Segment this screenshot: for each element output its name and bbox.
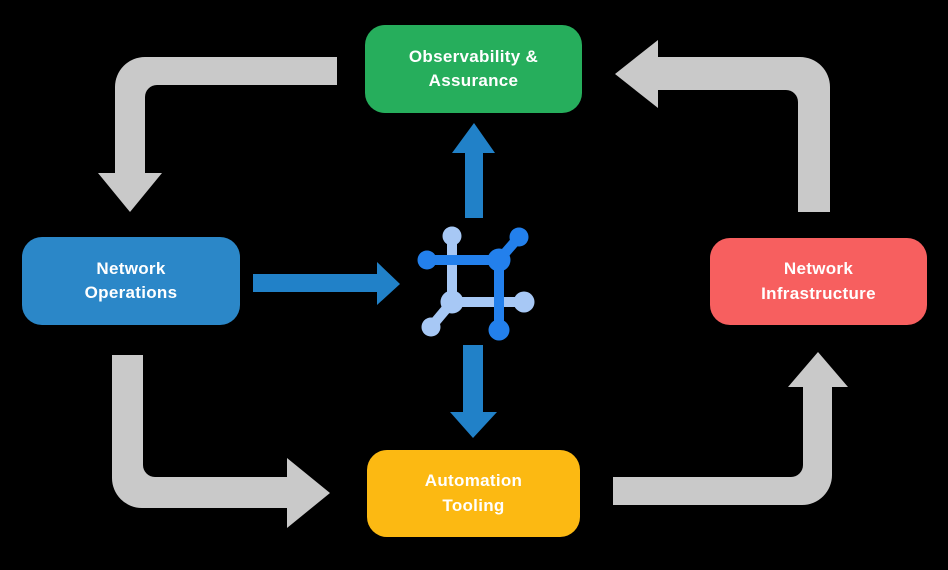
node-automation-tooling: Automation Tooling [367,450,580,537]
network-mesh-icon [417,226,535,341]
node-network-operations-label: Network Operations [84,258,178,302]
node-observability: Observability & Assurance [365,25,582,113]
mesh-light-nodes [421,226,535,337]
node-network-operations: Network Operations [22,237,240,325]
node-network-infrastructure: Network Infrastructure [710,238,927,325]
node-observability-label: Observability & Assurance [408,46,539,90]
arrow-observability-to-operations [98,57,337,212]
arrow-automation-to-infrastructure [613,352,848,505]
arrow-center-to-automation [450,345,497,438]
node-automation-tooling-label: Automation Tooling [424,471,523,515]
arrow-operations-to-automation [112,355,330,528]
node-network-infrastructure-label: Network Infrastructure [761,259,876,303]
arrow-operations-to-center [253,262,400,305]
arrow-center-to-observability [452,123,495,218]
mesh-dark-nodes [417,227,529,341]
arrow-infrastructure-to-observability [615,40,830,212]
